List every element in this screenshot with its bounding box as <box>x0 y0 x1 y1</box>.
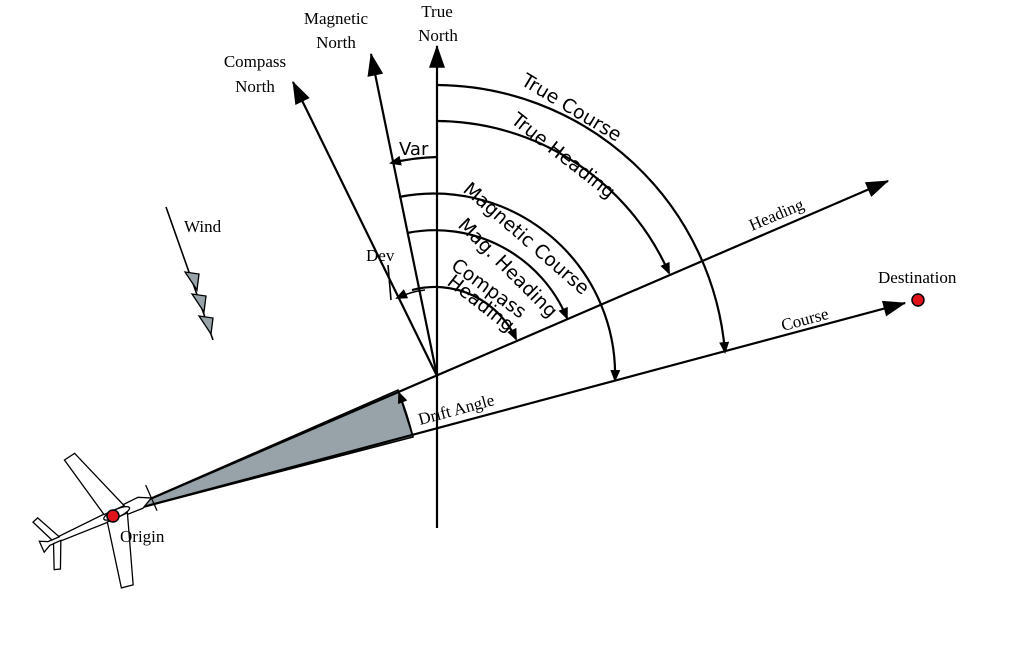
true-course-arc <box>436 83 730 354</box>
true-north-label-2: North <box>418 26 458 45</box>
magnetic-north-label-1: Magnetic <box>304 9 369 28</box>
heading-line <box>112 179 890 517</box>
destination-point <box>911 293 925 307</box>
true-north-label-1: True <box>421 2 453 21</box>
true-heading-arc <box>436 119 671 275</box>
deviation-arc <box>395 289 426 299</box>
compass-north-label-1: Compass <box>224 52 286 71</box>
destination-label: Destination <box>878 268 957 287</box>
wind-arrow-icon <box>165 206 214 341</box>
magnetic-north-axis <box>367 52 439 377</box>
var-label: Var <box>399 139 429 160</box>
compass-north-label-2: North <box>235 77 275 96</box>
compass-north-axis <box>292 80 438 377</box>
mag-heading-arc <box>406 229 569 320</box>
course-line <box>112 300 907 517</box>
wind-label: Wind <box>184 217 222 236</box>
airplane-icon <box>32 452 158 589</box>
variation-arc <box>389 155 438 166</box>
magnetic-course-arc <box>398 192 621 382</box>
drift-angle-arc <box>398 391 414 438</box>
origin-label: Origin <box>120 527 165 546</box>
origin-point <box>106 509 120 523</box>
magnetic-north-label-2: North <box>316 33 356 52</box>
dev-label: Dev <box>366 246 395 265</box>
dev-leader <box>387 264 392 301</box>
compass-heading-arc <box>411 285 518 341</box>
